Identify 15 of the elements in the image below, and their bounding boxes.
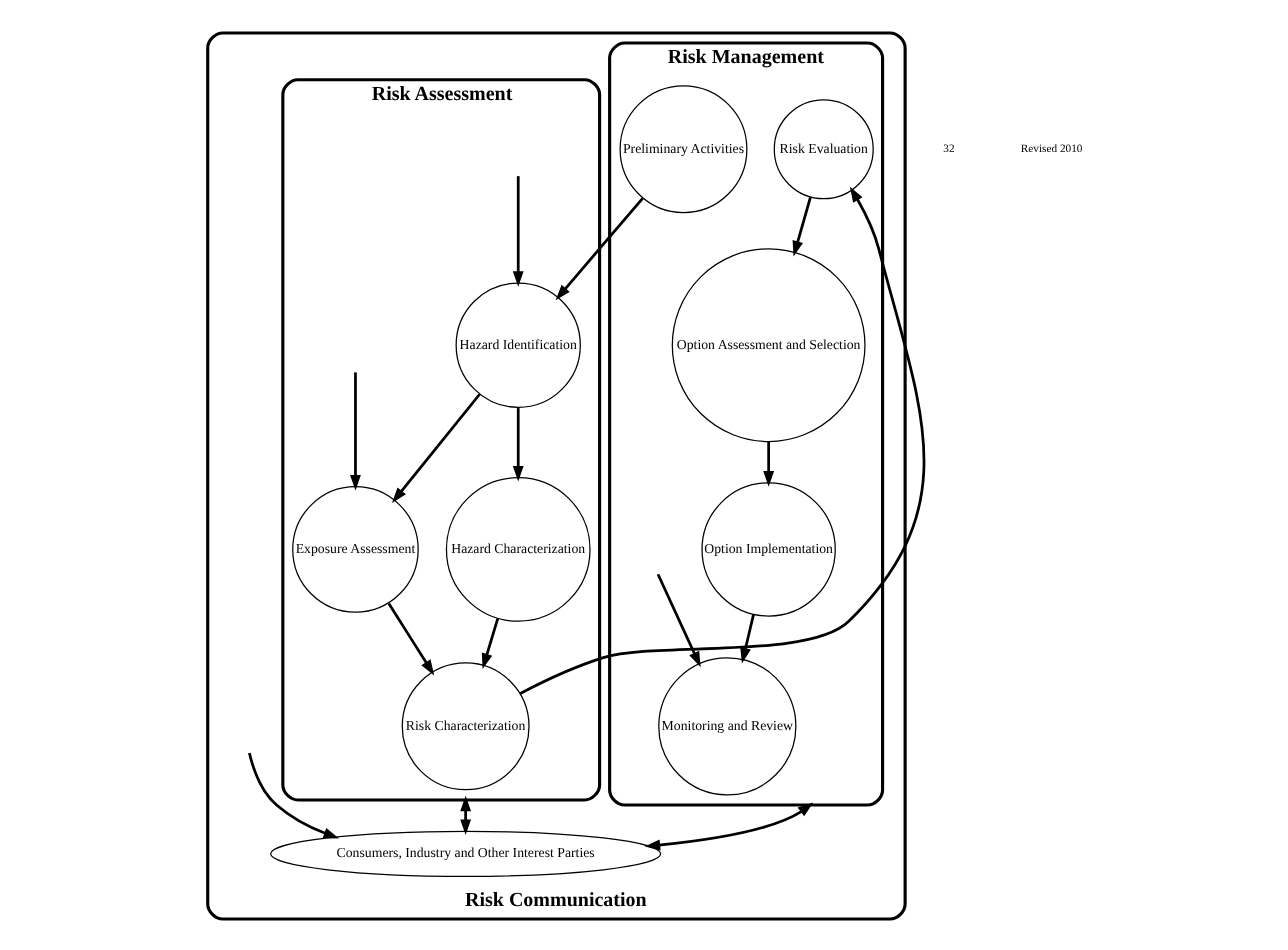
arrow xyxy=(511,407,523,481)
arrow xyxy=(247,751,339,838)
arrow xyxy=(459,794,471,834)
arrow xyxy=(518,185,925,694)
arrow xyxy=(511,175,523,286)
arrow xyxy=(739,613,754,663)
arrow xyxy=(791,195,811,256)
arrow xyxy=(386,601,434,675)
arrow xyxy=(762,440,774,486)
arrow xyxy=(480,617,499,668)
arrow xyxy=(554,196,643,300)
arrow xyxy=(349,371,360,490)
arrow xyxy=(643,801,813,850)
arrow xyxy=(391,392,480,502)
arrow xyxy=(655,572,700,667)
